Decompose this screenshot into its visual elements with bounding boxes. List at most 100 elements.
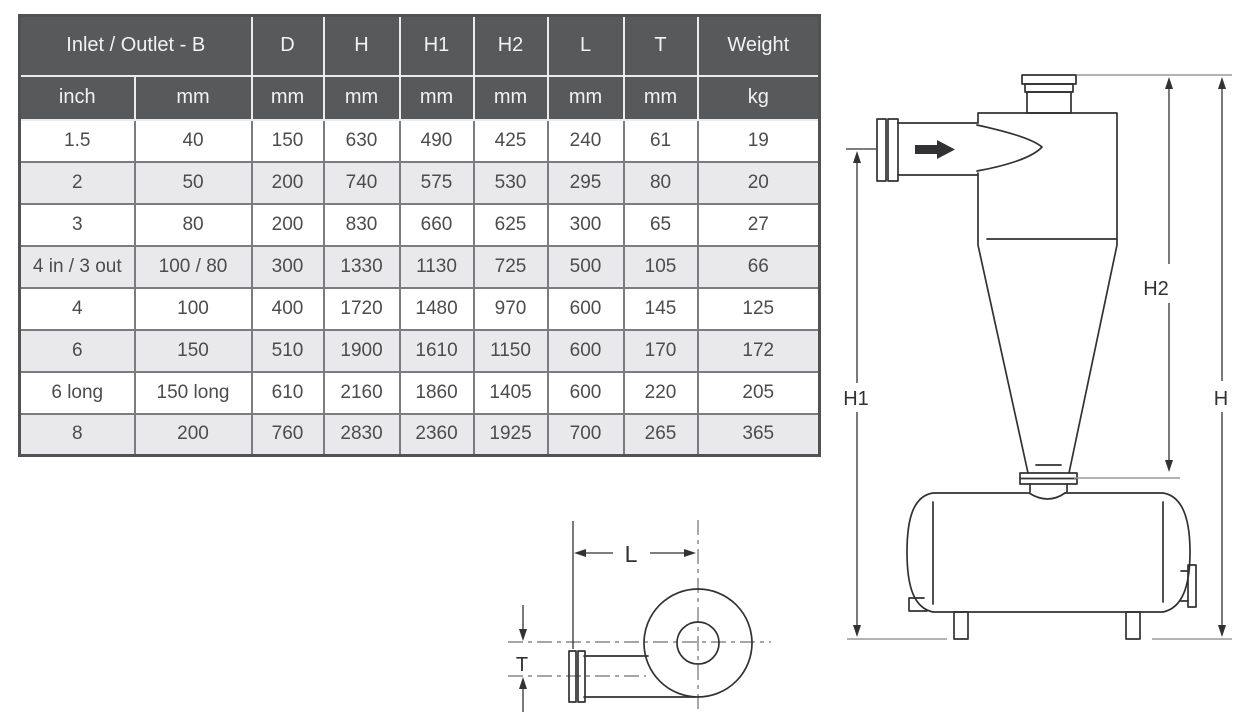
l-label: L [625,541,638,567]
header-unit-mm: mm [398,74,475,121]
table-cell: 2830 [322,412,401,457]
table-cell: 600 [546,328,625,373]
header-col-l: L [546,14,625,77]
table-cell: 1130 [398,244,475,289]
table-cell: 425 [472,118,549,163]
dimension-h: H [1214,77,1228,637]
table-cell: 170 [622,328,699,373]
header-unit-inch: inch [18,74,136,121]
dimension-h2: H2 [1143,77,1173,472]
table-cell: 610 [250,370,325,415]
table-cell: 600 [546,370,625,415]
table-cell: 1925 [472,412,549,457]
table-cell: 625 [472,202,549,247]
table-cell: 700 [546,412,625,457]
header-unit-mm: mm [472,74,549,121]
inlet-pipe [876,118,978,182]
table-cell: 4 [18,286,136,331]
outlet-flange [1021,74,1077,114]
table-cell: 1720 [322,286,401,331]
table-cell: 660 [398,202,475,247]
table-cell: 510 [250,328,325,373]
table-cell: 205 [696,370,821,415]
table-cell: 1405 [472,370,549,415]
table-cell: 240 [546,118,625,163]
header-row-units: inch mm mm mm mm mm mm mm kg [18,74,821,121]
header-row-names: Inlet / Outlet - B D H H1 H2 L T Weight [18,14,821,77]
table-cell: 80 [622,160,699,205]
table-cell: 2 [18,160,136,205]
tank-leg-right [1125,611,1141,640]
dimension-t: T [516,605,528,712]
header-col-h1: H1 [398,14,475,77]
table-cell: 66 [696,244,821,289]
header-unit-mm: mm [622,74,699,121]
table-cell: 65 [622,202,699,247]
tank-drain-bracket [908,597,928,612]
table-cell: 1.5 [18,118,136,163]
cone-outlet-flange [1019,464,1078,500]
header-inlet-outlet-b: Inlet / Outlet - B [18,14,253,77]
table-cell: 105 [622,244,699,289]
table-header: Inlet / Outlet - B D H H1 H2 L T Weight … [18,14,821,121]
table-cell: 295 [546,160,625,205]
table-cell: 8 [18,412,136,457]
table-cell: 200 [250,160,325,205]
table-cell: 1610 [398,328,475,373]
table-cell: 600 [546,286,625,331]
table-cell: 150 long [133,370,253,415]
table-cell: 300 [546,202,625,247]
table-cell: 630 [322,118,401,163]
table-cell: 575 [398,160,475,205]
table-cell: 530 [472,160,549,205]
table-cell: 300 [250,244,325,289]
extension-lines [847,74,1232,640]
header-col-t: T [622,14,699,77]
tank-side-nozzle [1180,564,1197,608]
table-cell: 490 [398,118,475,163]
collection-tank [906,492,1197,640]
h1-label: H1 [843,388,869,410]
table-cell: 400 [250,286,325,331]
table-cell: 1480 [398,286,475,331]
header-col-d: D [250,14,325,77]
table-cell: 200 [133,412,253,457]
flow-direction-arrow-icon [915,140,955,159]
tank-outline [906,492,1191,613]
table-cell: 2160 [322,370,401,415]
table-cell: 725 [472,244,549,289]
cyclone-body-outline [977,112,1118,474]
dimension-l: L [572,521,696,649]
table-cell: 80 [133,202,253,247]
table-cell: 2360 [398,412,475,457]
dimension-table: Inlet / Outlet - B D H H1 H2 L T Weight … [18,14,822,457]
header-col-weight: Weight [696,14,821,77]
table-cell: 150 [133,328,253,373]
outlet-circle [676,621,720,665]
table-cell: 100 [133,286,253,331]
top-view-inlet-pipe [568,650,696,703]
table-cell: 1330 [322,244,401,289]
table-cell: 265 [622,412,699,457]
header-unit-mm: mm [322,74,401,121]
table-cell: 4 in / 3 out [18,244,136,289]
header-col-h2: H2 [472,14,549,77]
table-cell: 200 [250,202,325,247]
table-cell: 150 [250,118,325,163]
table-cell: 19 [696,118,821,163]
inlet-scroll-curve [976,124,1043,172]
table-cell: 1900 [322,328,401,373]
t-label: T [516,654,528,676]
table-cell: 220 [622,370,699,415]
cyclone-top-view [508,520,771,713]
table-cell: 50 [133,160,253,205]
cyclone-body-circle [643,588,753,698]
